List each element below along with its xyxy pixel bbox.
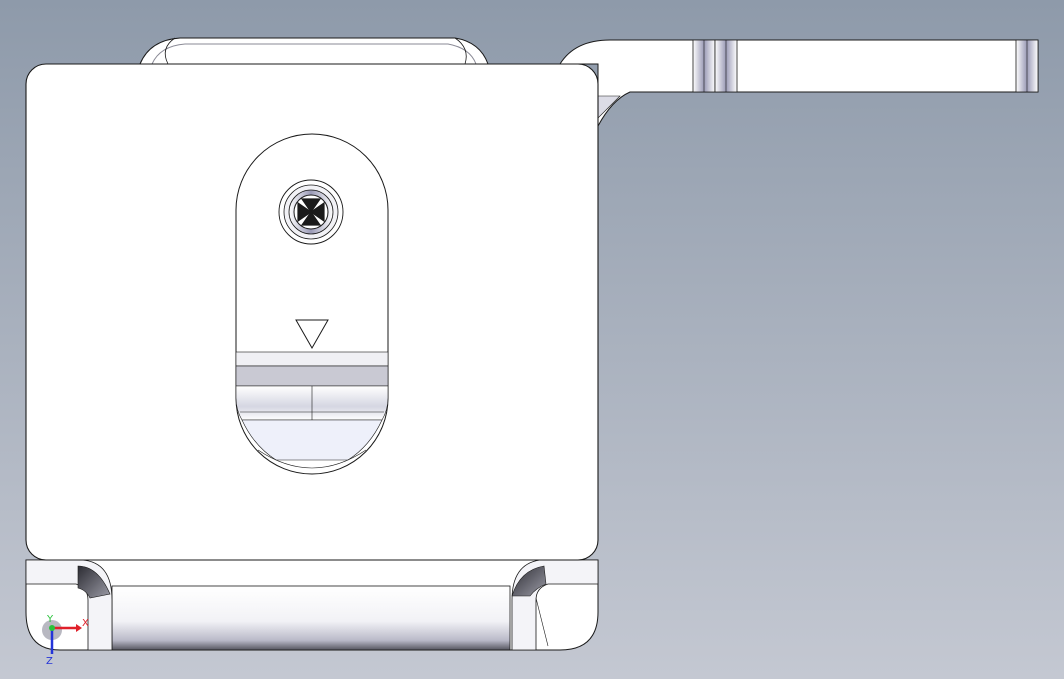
base-channel	[111, 585, 511, 651]
hex-socket-icon	[297, 198, 325, 226]
screw-head	[278, 179, 344, 245]
base-block	[25, 559, 599, 651]
reference-triad: X Y Z	[42, 614, 89, 667]
triad-z-label: Z	[46, 656, 53, 667]
top-boss	[139, 37, 489, 65]
triad-y-label: Y	[46, 614, 54, 625]
alignment-triangle-icon	[295, 319, 329, 350]
mounting-arm	[559, 39, 1039, 127]
obround-window	[235, 133, 389, 475]
triad-y-axis	[49, 625, 55, 631]
triad-x-label: X	[82, 618, 89, 629]
